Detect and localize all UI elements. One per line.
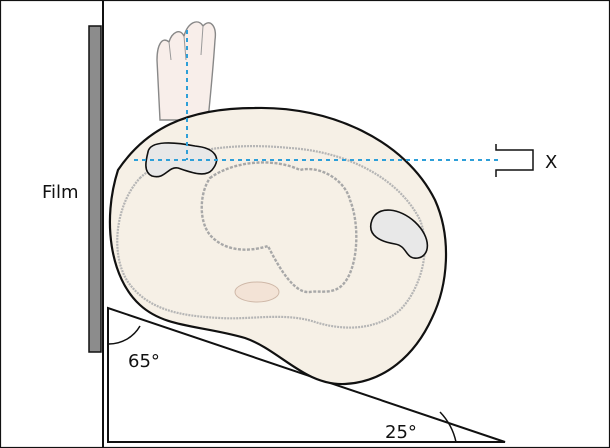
beam-bracket-marker	[496, 144, 533, 177]
upper-angle-label: 65°	[128, 351, 160, 372]
film-label: Film	[42, 182, 79, 203]
film-plate	[89, 26, 101, 352]
x-marker-label: X	[545, 152, 557, 173]
lower-angle-label: 25°	[385, 422, 417, 443]
